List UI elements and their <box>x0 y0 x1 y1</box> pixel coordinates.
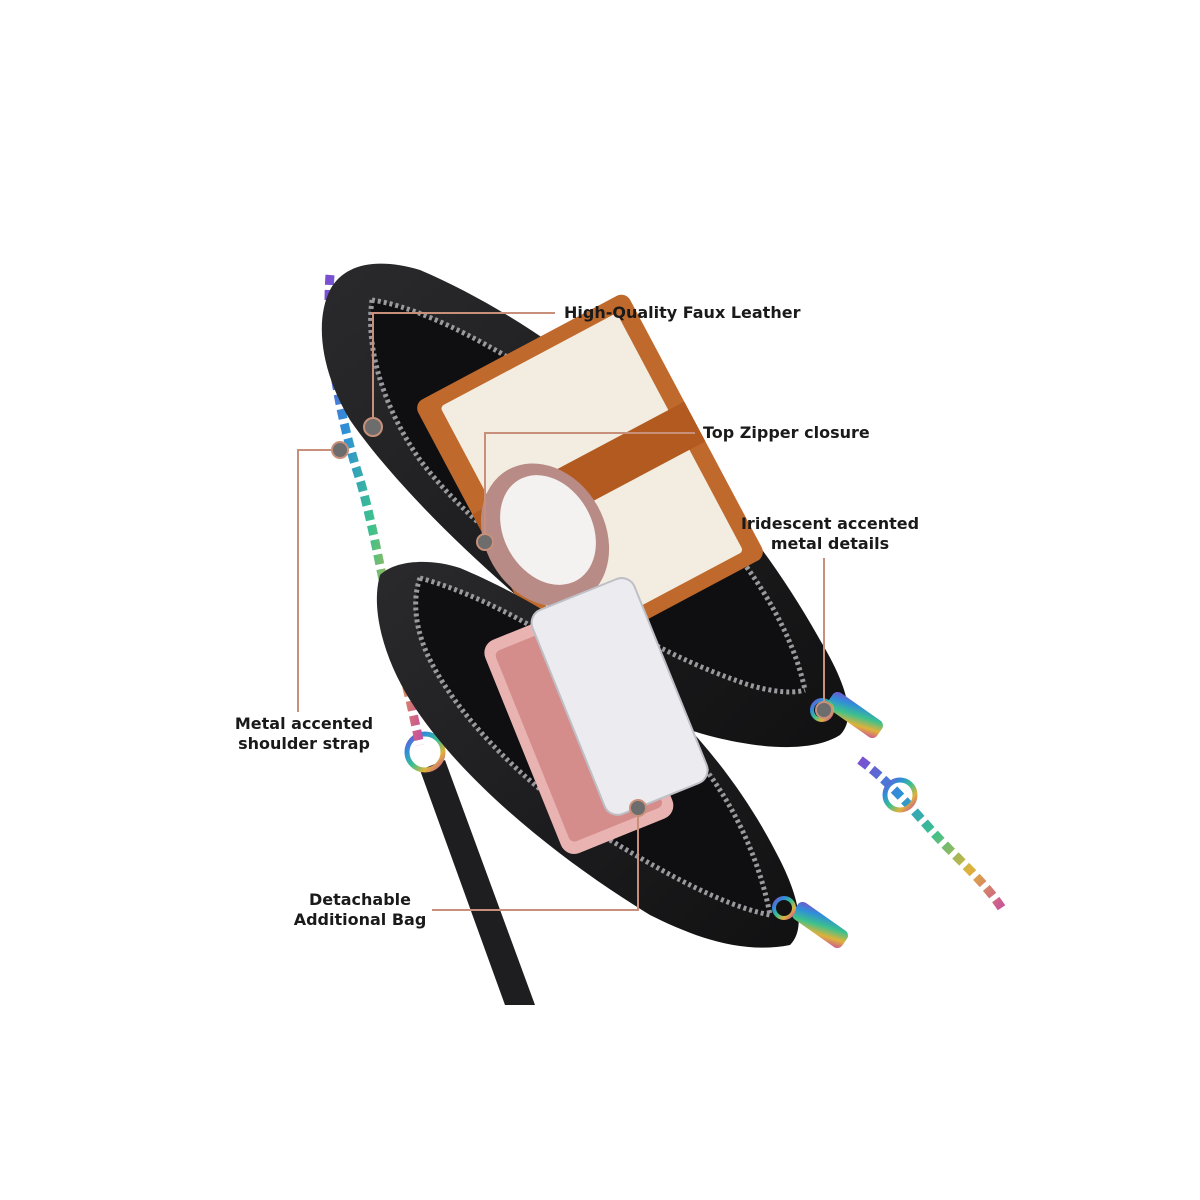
callout-faux-leather-text: High-Quality Faux Leather <box>564 303 801 322</box>
compact-mirror <box>480 463 610 607</box>
callout-detachable-line1: Detachable <box>308 890 412 909</box>
callout-faux-leather: High-Quality Faux Leather <box>564 303 800 323</box>
callout-strap-line1: Metal accented <box>234 714 374 733</box>
phones <box>484 577 709 854</box>
main-zipper-pull <box>827 691 883 739</box>
callout-iridescent: Iridescent accented metal details <box>730 514 930 554</box>
pouch-zipper-pull <box>792 901 848 949</box>
callout-detachable-line2: Additional Bag <box>293 910 427 929</box>
callout-iridescent-line2: metal details <box>770 534 890 553</box>
strap-ring <box>404 731 446 773</box>
right-chain <box>857 756 1007 913</box>
callout-strap: Metal accented shoulder strap <box>214 714 394 754</box>
leather-strap <box>420 760 535 1005</box>
callout-zipper-text: Top Zipper closure <box>703 423 870 442</box>
callout-zipper: Top Zipper closure <box>703 423 870 443</box>
callout-leaders <box>297 312 833 911</box>
callout-iridescent-line1: Iridescent accented <box>740 514 920 533</box>
pouch-zipper <box>419 575 773 916</box>
callout-detachable: Detachable Additional Bag <box>280 890 440 930</box>
callout-strap-line2: shoulder strap <box>238 734 370 753</box>
